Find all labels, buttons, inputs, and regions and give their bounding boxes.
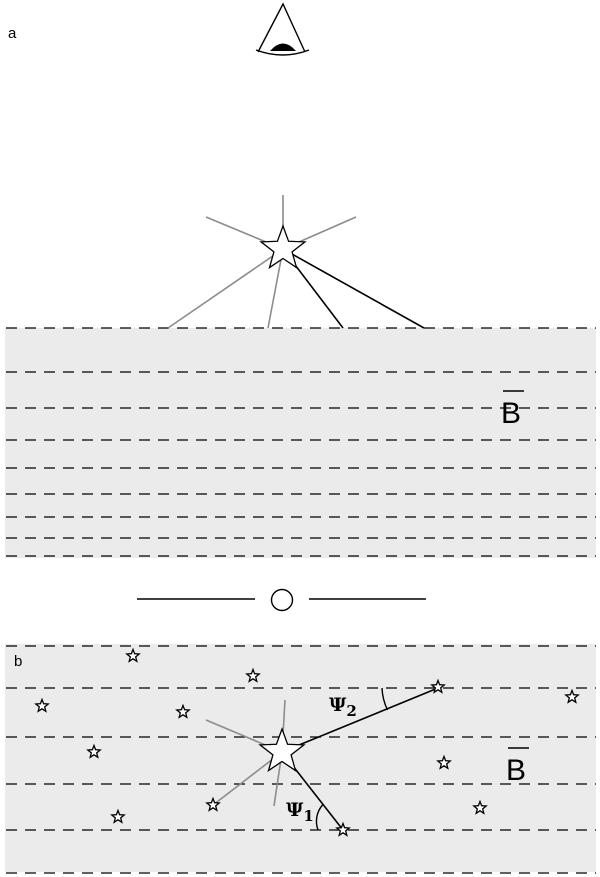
rays-a — [167, 195, 425, 329]
small-star-icon — [34, 697, 50, 713]
small-star-icon — [86, 743, 102, 759]
gray-ray — [167, 248, 284, 329]
angle-label-2: Ψ2 — [329, 694, 357, 720]
observer-eye-icon — [255, 2, 310, 56]
angle-arc-2 — [381, 687, 389, 711]
magnetized-medium-slab-a — [5, 328, 596, 558]
panel-b-label: b — [14, 653, 22, 670]
field-label-b: B — [506, 747, 529, 787]
small-star-icon — [245, 667, 261, 683]
separator — [137, 588, 426, 612]
panel-b: b B Ψ2 Ψ1 — [5, 644, 596, 874]
black-ray-to-star-2 — [281, 687, 439, 753]
small-star-icon — [430, 678, 446, 694]
panel-a-label: a — [8, 25, 17, 42]
black-ray — [282, 248, 425, 329]
small-star-icon — [564, 688, 580, 704]
gray-ray — [212, 751, 283, 806]
angle-symbol: Ψ — [286, 799, 304, 821]
magnetized-medium-slab-b — [5, 644, 596, 872]
background-stars — [34, 647, 580, 837]
small-star-icon — [125, 647, 141, 663]
small-star-icon — [205, 796, 221, 812]
field-label-text: B — [506, 754, 526, 787]
field-lines-b — [6, 645, 596, 874]
panel-a: a B — [5, 2, 596, 558]
source-star-icon — [259, 224, 307, 270]
angle-symbol: Ψ — [329, 694, 347, 716]
small-star-icon — [335, 821, 351, 837]
angle-label-1: Ψ1 — [286, 799, 314, 825]
small-star-icon — [110, 808, 126, 824]
angle-arc-1 — [315, 804, 324, 831]
small-star-icon — [472, 799, 488, 815]
gray-ray — [267, 248, 284, 329]
small-star-icon — [436, 754, 452, 770]
angle-subscript: 2 — [346, 702, 356, 720]
separator-circle — [270, 588, 294, 612]
central-star-icon — [258, 727, 306, 773]
angle-subscript: 1 — [303, 807, 313, 825]
field-label-a: B — [501, 390, 524, 430]
field-label-text: B — [501, 397, 521, 430]
small-star-icon — [175, 703, 191, 719]
field-lines-a — [6, 327, 596, 557]
